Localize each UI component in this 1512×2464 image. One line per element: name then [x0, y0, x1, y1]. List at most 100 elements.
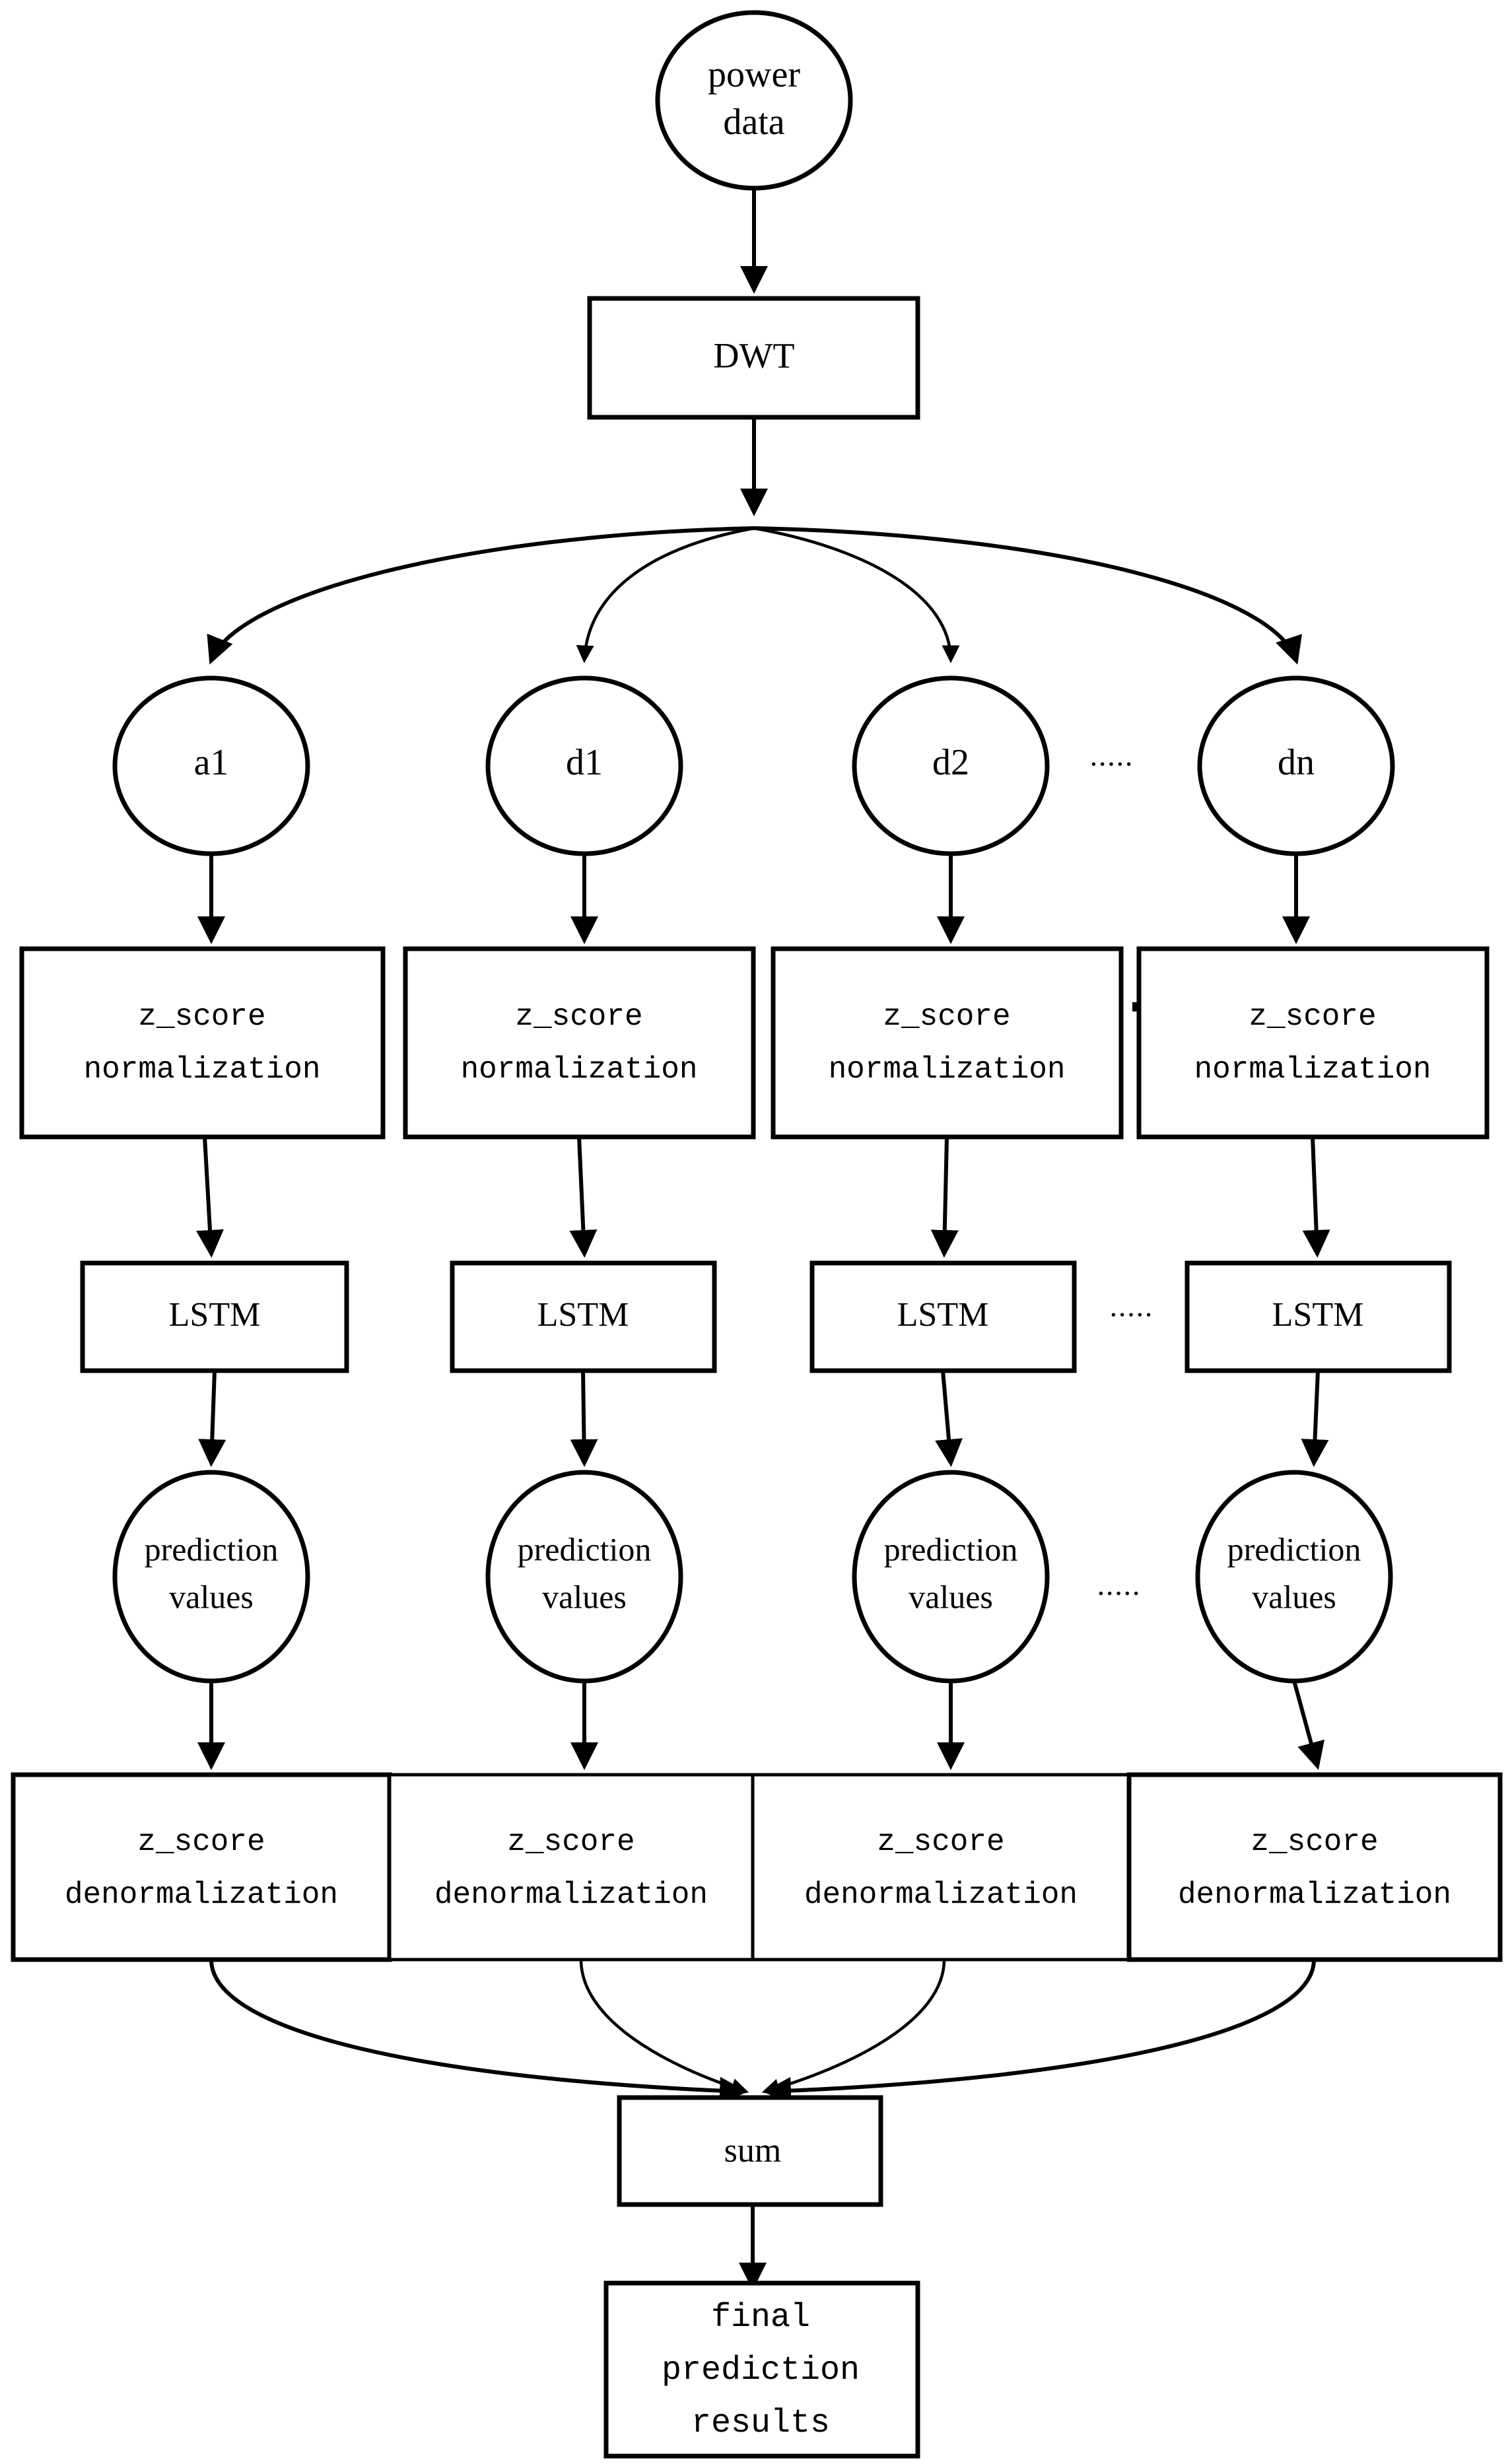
- edge-norm4-to-lstm4: [1302, 1136, 1330, 1258]
- normalization-1-label-line1: z_score: [138, 1000, 265, 1034]
- prediction-1-label-line2: values: [169, 1578, 254, 1615]
- lstm-3-label: LSTM: [897, 1296, 989, 1334]
- normalization-2-box: [403, 946, 756, 1140]
- denormalization-4-label-line2: denormalization: [1178, 1878, 1451, 1912]
- lstm-2-label: LSTM: [537, 1296, 629, 1334]
- node-lstm-4[interactable]: LSTM: [1185, 1260, 1452, 1373]
- prediction-3-label-line1: prediction: [884, 1530, 1018, 1567]
- ellipsis-prediction: ·····: [1096, 1577, 1140, 1610]
- node-coefficient-dn[interactable]: dn: [1197, 675, 1395, 856]
- edge-dwt-to-d2: [753, 526, 960, 664]
- node-denormalization-1[interactable]: z_score denormalization: [11, 1772, 392, 1962]
- node-dwt[interactable]: DWT: [587, 296, 920, 420]
- normalization-2-label-line1: z_score: [515, 1000, 642, 1034]
- normalization-2-label-line2: normalization: [461, 1052, 698, 1087]
- edge-lstm1-to-pred1: [198, 1370, 226, 1467]
- node-normalization-4[interactable]: z_score normalization: [1136, 946, 1490, 1140]
- denormalization-4-label-line1: z_score: [1251, 1825, 1378, 1859]
- node-lstm-1[interactable]: LSTM: [80, 1260, 349, 1373]
- node-normalization-2[interactable]: z_score normalization: [403, 946, 756, 1140]
- final-results-label-line2: prediction: [662, 2352, 860, 2389]
- prediction-1-ellipse: [112, 1470, 310, 1684]
- edge-norm1-to-lstm1: [196, 1136, 224, 1258]
- power-data-label-line1: power: [708, 54, 800, 95]
- ellipsis-lstm: ·····: [1109, 1298, 1153, 1332]
- node-prediction-3[interactable]: prediction values: [852, 1470, 1050, 1684]
- edge-denorm1-to-sum: [209, 1959, 747, 2105]
- node-prediction-1[interactable]: prediction values: [112, 1470, 310, 1684]
- dwt-label: DWT: [714, 335, 795, 375]
- coefficient-a1-label: a1: [194, 742, 229, 783]
- prediction-2-label-line2: values: [542, 1578, 627, 1615]
- node-lstm-3[interactable]: LSTM: [809, 1260, 1077, 1373]
- normalization-3-box: [771, 946, 1124, 1140]
- node-normalization-1[interactable]: z_score normalization: [19, 946, 386, 1140]
- coefficient-dn-label: dn: [1278, 742, 1315, 783]
- edge-lstm3-to-pred3: [935, 1370, 963, 1467]
- node-final-prediction-results[interactable]: final prediction results: [603, 2280, 920, 2459]
- final-results-label-line3: results: [691, 2405, 830, 2442]
- denormalization-3-label-line1: z_score: [877, 1825, 1004, 1859]
- ellipsis-coefficients: ·····: [1089, 747, 1133, 781]
- edge-dwt-to-dn: [753, 526, 1302, 665]
- prediction-2-ellipse: [485, 1470, 683, 1684]
- denormalization-2-box: [388, 1773, 755, 1962]
- edge-lstm2-to-pred2: [570, 1370, 598, 1467]
- node-denormalization-3[interactable]: z_score denormalization: [751, 1773, 1131, 1962]
- prediction-1-label-line1: prediction: [145, 1530, 279, 1567]
- node-coefficient-d2[interactable]: d2: [852, 675, 1050, 856]
- node-denormalization-4[interactable]: z_score denormalization: [1126, 1772, 1503, 1962]
- prediction-3-ellipse: [852, 1470, 1050, 1684]
- normalization-1-box: [19, 946, 386, 1140]
- denormalization-1-label-line1: z_score: [137, 1825, 265, 1859]
- denormalization-2-label-line1: z_score: [507, 1825, 635, 1859]
- sum-box: [617, 2095, 883, 2207]
- sum-label: sum: [724, 2132, 782, 2170]
- node-denormalization-2[interactable]: z_score denormalization: [388, 1773, 755, 1962]
- edge-denorm4-to-sum: [763, 1959, 1316, 2105]
- prediction-3-label-line2: values: [909, 1578, 993, 1615]
- final-prediction-results-box: [603, 2280, 920, 2459]
- edge-norm2-to-lstm2: [569, 1136, 598, 1258]
- node-normalization-3[interactable]: z_score normalization: [771, 946, 1124, 1140]
- normalization-3-label-line2: normalization: [829, 1052, 1066, 1087]
- prediction-2-label-line1: prediction: [518, 1530, 652, 1567]
- coefficient-d1-label: d1: [566, 742, 603, 783]
- node-lstm-2[interactable]: LSTM: [450, 1260, 717, 1373]
- normalization-4-box: [1136, 946, 1490, 1140]
- prediction-4-label-line2: values: [1252, 1578, 1336, 1615]
- denormalization-2-label-line2: denormalization: [434, 1878, 708, 1912]
- node-power-data[interactable]: power data: [655, 10, 853, 191]
- edge-denorm2-to-sum: [579, 1959, 749, 2096]
- normalization-4-label-line2: normalization: [1194, 1052, 1431, 1087]
- normalization-1-label-line2: normalization: [84, 1052, 321, 1087]
- lstm-1-label: LSTM: [169, 1296, 261, 1334]
- lstm-4-label: LSTM: [1272, 1296, 1364, 1334]
- denormalization-3-box: [751, 1773, 1131, 1962]
- power-data-ellipse: [655, 10, 853, 191]
- edge-norm3-to-lstm3: [930, 1136, 959, 1258]
- node-coefficient-a1[interactable]: a1: [112, 675, 310, 856]
- node-coefficient-d1[interactable]: d1: [485, 675, 683, 856]
- edge-dwt-to-d1: [576, 526, 755, 664]
- node-prediction-2[interactable]: prediction values: [485, 1470, 683, 1684]
- final-results-label-line1: final: [711, 2299, 810, 2337]
- node-sum[interactable]: sum: [617, 2095, 883, 2207]
- lstm-4-box: [1185, 1260, 1452, 1373]
- denormalization-3-label-line2: denormalization: [804, 1878, 1078, 1912]
- lstm-1-box: [80, 1260, 349, 1373]
- prediction-4-ellipse: [1195, 1470, 1393, 1684]
- denormalization-1-label-line2: denormalization: [65, 1878, 338, 1912]
- edge-lstm4-to-pred4: [1301, 1370, 1329, 1467]
- node-prediction-4[interactable]: prediction values: [1195, 1470, 1393, 1684]
- denormalization-4-box: [1126, 1772, 1503, 1962]
- denormalization-1-box: [11, 1772, 392, 1962]
- normalization-4-label-line1: z_score: [1249, 1000, 1376, 1034]
- power-data-label-line2: data: [723, 102, 784, 143]
- coefficient-d2-label: d2: [932, 742, 969, 783]
- edge-pred4-to-denorm4: [1292, 1680, 1325, 1770]
- normalization-3-label-line1: z_score: [883, 1000, 1010, 1034]
- edge-denorm3-to-sum: [761, 1959, 946, 2096]
